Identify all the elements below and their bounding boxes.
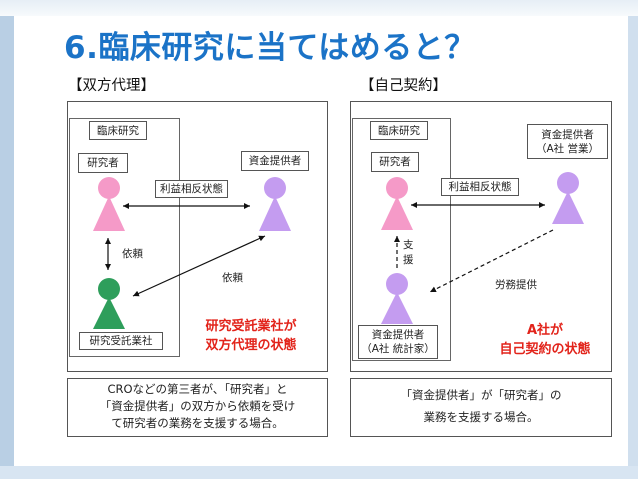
footer-band: [0, 466, 638, 479]
right-emphasis-line-2: 自己契約の状態: [499, 342, 591, 357]
right-support-char-2: 援: [403, 254, 414, 266]
right-description: 「資金提供者」が「研究者」の 業務を支援する場合。: [350, 384, 612, 428]
left-description-line-1: CROなどの第三者が、「研究者」と: [107, 382, 288, 396]
right-funder-a-person-icon: [552, 172, 584, 224]
left-funder-label: 資金提供者: [241, 151, 309, 171]
left-cro-person-icon: [93, 278, 125, 329]
page-title: 6.臨床研究に当てはめると？: [64, 30, 476, 66]
header-band: [0, 0, 638, 16]
left-emphasis-line-2: 双方代理の状態: [205, 338, 297, 353]
right-labor-label: 労務提供: [495, 279, 537, 291]
right-description-box: [350, 378, 612, 437]
left-description-line-3: て研究者の業務を支援する場合。: [111, 416, 284, 430]
left-request-arrow-diagonal: [132, 235, 266, 297]
right-emphasis-line-1: A社が: [526, 323, 564, 338]
right-funder-b-label: 資金提供者 （A社 統計家）: [358, 325, 438, 359]
right-support-label: 支 援: [403, 238, 414, 268]
right-support-char-1: 支: [403, 239, 414, 251]
left-section-title: 【双方代理】: [68, 78, 155, 94]
right-section-title: 【自己契約】: [360, 78, 447, 94]
right-funder-b-line-2: （A社 統計家）: [361, 343, 435, 355]
right-labor-arrow: [429, 229, 554, 293]
right-funder-b-person-icon: [381, 273, 413, 324]
right-description-line-1: 「資金提供者」が「研究者」の: [400, 388, 562, 402]
right-funder-a-label: 資金提供者 （A社 営業）: [527, 124, 608, 159]
right-description-line-2: 業務を支援する場合。: [423, 410, 539, 424]
left-description-box: [67, 378, 328, 437]
left-band: [0, 16, 14, 479]
left-researcher-label: 研究者: [78, 153, 128, 173]
right-conflict-label: 利益相反状態: [441, 178, 519, 196]
left-funder-person-icon: [259, 177, 291, 231]
right-researcher-person-icon: [381, 177, 413, 230]
right-funder-b-line-1: 資金提供者: [371, 329, 425, 341]
left-description-line-2: 「資金提供者」の双方から依頼を受け: [99, 399, 296, 413]
right-researcher-label: 研究者: [371, 152, 419, 172]
right-clinical-label: 臨床研究: [370, 121, 428, 140]
left-researcher-person-icon: [93, 177, 125, 231]
left-description: CROなどの第三者が、「研究者」と 「資金提供者」の双方から依頼を受け て研究者…: [67, 381, 328, 432]
right-funder-a-line-2: （A社 営業）: [535, 142, 600, 155]
left-emphasis-line-1: 研究受託業社が: [205, 319, 297, 334]
left-clinical-label: 臨床研究: [89, 121, 147, 140]
right-emphasis: A社が 自己契約の状態: [480, 321, 610, 359]
left-conflict-label: 利益相反状態: [155, 180, 228, 198]
left-emphasis: 研究受託業社が 双方代理の状態: [186, 317, 316, 355]
right-band: [628, 16, 638, 479]
left-cro-label: 研究受託業社: [79, 332, 163, 350]
right-funder-a-line-1: 資金提供者: [541, 128, 594, 141]
